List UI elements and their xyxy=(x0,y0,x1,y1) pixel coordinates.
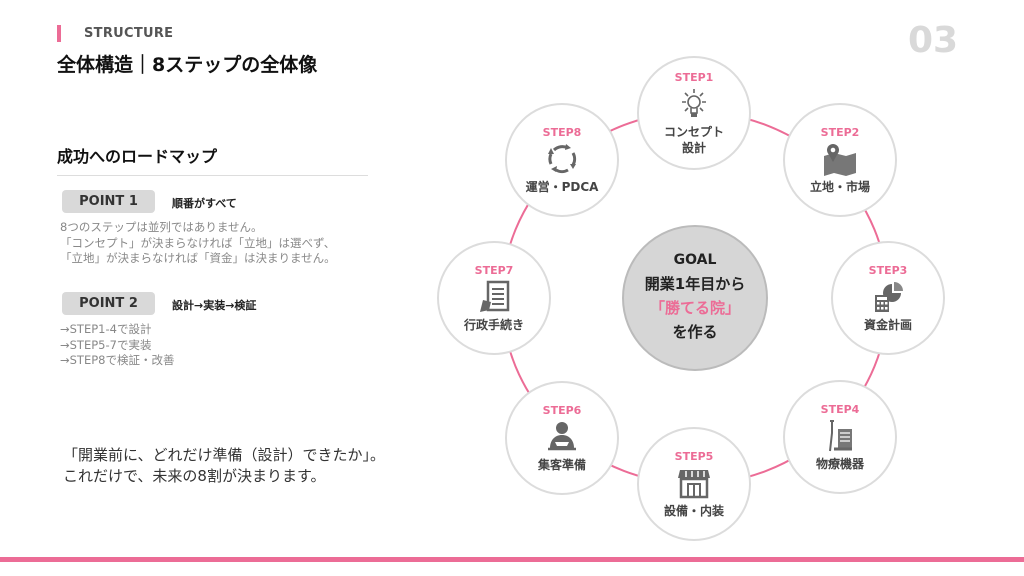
point2-line: →STEP8で検証・改善 xyxy=(60,353,175,367)
step-number: STEP1 xyxy=(674,70,714,84)
step-label: 物療機器 xyxy=(815,456,864,471)
page-number: 03 xyxy=(908,20,959,61)
point1-heading: 順番がすべて xyxy=(172,197,237,210)
step1-node: STEP1 コンセプト 設計 xyxy=(637,56,751,170)
step6-node: STEP6 集客準備 xyxy=(505,381,619,495)
step-label: 行政手続き xyxy=(463,317,524,332)
point2-line: →STEP1-4で設計 xyxy=(60,322,152,336)
goal-line: 開業1年目から xyxy=(644,275,746,293)
section-eyebrow: STRUCTURE xyxy=(84,26,174,41)
step7-node: STEP7 行政手続き xyxy=(437,241,551,355)
step-number: STEP3 xyxy=(868,263,908,277)
roadmap-heading: 成功へのロードマップ xyxy=(57,147,218,166)
point1-badge: POINT 1 xyxy=(62,190,155,213)
point2-heading: 設計→実装→検証 xyxy=(172,299,257,312)
lightbulb-icon xyxy=(682,88,706,117)
divider xyxy=(57,175,368,176)
map-pin-icon xyxy=(824,143,856,176)
key-quote: 「開業前に、どれだけ準備（設計）できたか」。 これだけで、未来の8割が決まります… xyxy=(63,445,385,487)
step5-node: STEP5 設備・内装 xyxy=(637,427,751,541)
calculator-chart-icon xyxy=(875,281,903,312)
step4-node: STEP4 物療機器 xyxy=(783,380,897,494)
step8-node: STEP8 運営・PDCA xyxy=(505,103,619,217)
step-label: 集客準備 xyxy=(537,457,586,472)
step-number: STEP6 xyxy=(542,403,582,417)
point2-badge: POINT 2 xyxy=(62,292,155,315)
goal-label: GOAL xyxy=(673,252,717,268)
step2-node: STEP2 立地・市場 xyxy=(783,103,897,217)
step3-node: STEP3 資金計画 xyxy=(831,241,945,355)
step-label: コンセプト 設計 xyxy=(663,124,724,155)
page-title: 全体構造｜8ステップの全体像 xyxy=(57,54,318,76)
point2-line: →STEP5-7で実装 xyxy=(60,337,152,352)
point1-line: 「コンセプト」が決まらなければ「立地」は選べず、 xyxy=(60,235,336,250)
quote-line: 「開業前に、どれだけ準備（設計）できたか」。 xyxy=(63,446,386,464)
step-label: 資金計画 xyxy=(863,317,912,332)
goal-highlight: 「勝てる院」 xyxy=(649,299,740,317)
step-number: STEP2 xyxy=(820,125,860,139)
goal-circle: GOAL 開業1年目から 「勝てる院」 を作る xyxy=(622,225,768,371)
document-hand-icon xyxy=(480,280,510,312)
accent-bar xyxy=(57,25,61,42)
step-number: STEP8 xyxy=(542,125,582,139)
point1-line: 「立地」が決まらなければ「資金」は決まりません。 xyxy=(60,251,336,265)
step-label: 設備・内装 xyxy=(663,503,724,518)
crutch-cast-icon xyxy=(829,419,852,451)
step-number: STEP7 xyxy=(474,263,514,277)
goal-line: を作る xyxy=(672,323,718,341)
footer-accent-bar xyxy=(0,557,1024,562)
step-label: 運営・PDCA xyxy=(525,179,599,194)
person-book-icon xyxy=(548,421,576,450)
step-number: STEP4 xyxy=(820,402,860,416)
step-label: 立地・市場 xyxy=(809,179,870,194)
storefront-icon xyxy=(678,469,710,498)
quote-line: これだけで、未来の8割が決まります。 xyxy=(63,467,326,485)
pdca-cycle-icon xyxy=(548,143,577,173)
point1-line: 8つのステップは並列ではありません。 xyxy=(60,220,263,234)
point1-body: 8つのステップは並列ではありません。 「コンセプト」が決まらなければ「立地」は選… xyxy=(60,220,336,267)
step-number: STEP5 xyxy=(674,449,714,463)
point2-body: →STEP1-4で設計 →STEP5-7で実装 →STEP8で検証・改善 xyxy=(60,322,174,369)
